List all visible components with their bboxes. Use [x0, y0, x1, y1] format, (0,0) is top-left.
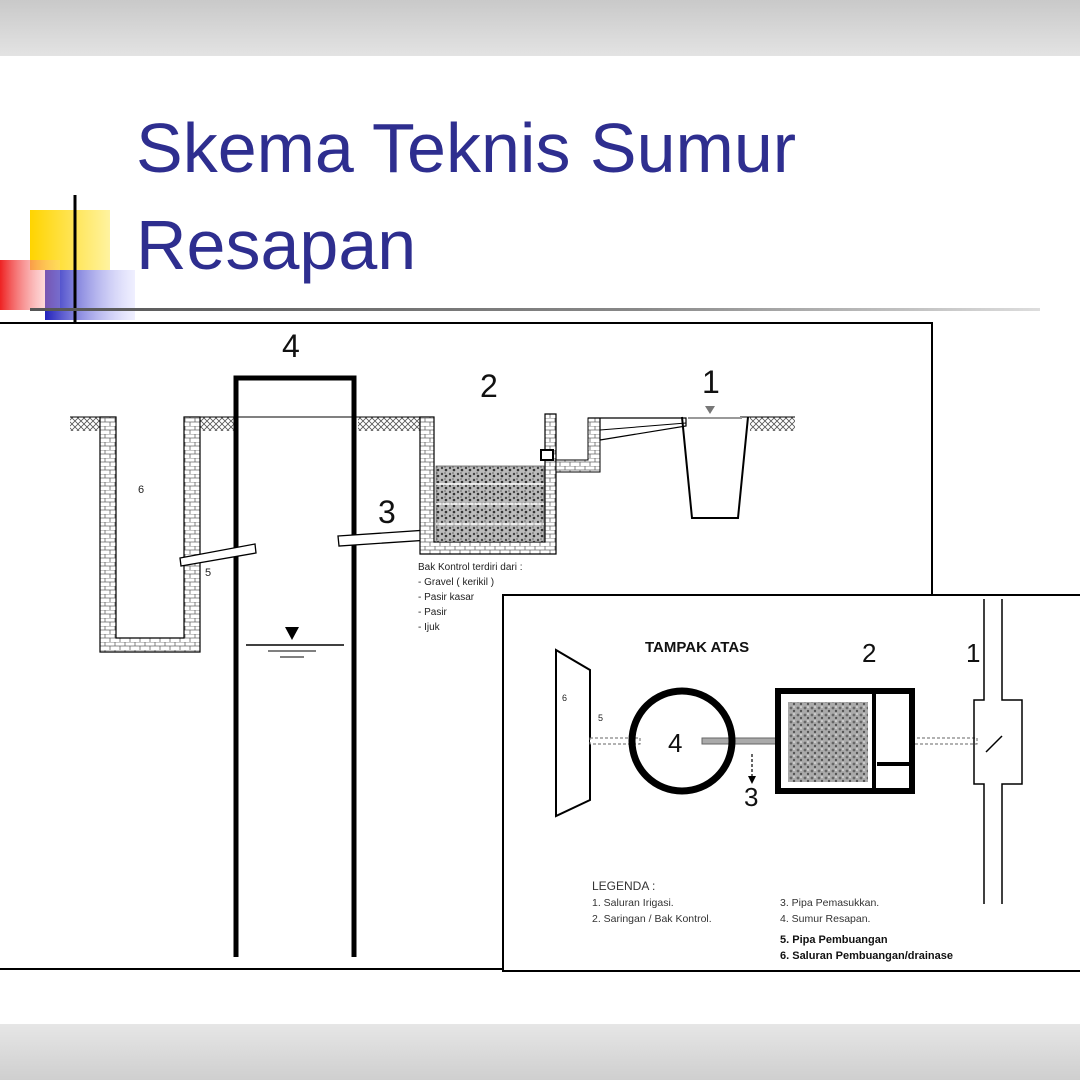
material-item: - Gravel ( kerikil ) [418, 577, 495, 588]
irrigation-channel-1 [681, 406, 749, 519]
deco-red-square [0, 260, 60, 310]
legend-item-3: 3. Pipa Pemasukkan. [780, 897, 880, 909]
side-label-5: 5 [205, 567, 212, 579]
slide-title: Skema Teknis Sumur Resapan [136, 100, 1016, 294]
side-label-2: 2 [480, 368, 498, 404]
top-view-drawing [555, 599, 1023, 904]
material-item: - Pasir [418, 607, 447, 618]
title-line-1: Skema Teknis Sumur [136, 109, 797, 187]
ground-hatch-left [70, 417, 100, 431]
water-level-icon [285, 627, 299, 640]
side-label-4: 4 [282, 328, 300, 364]
legend-item-2: 2. Saringan / Bak Kontrol. [592, 913, 712, 925]
material-caption: Bak Kontrol terdiri dari : [418, 562, 523, 573]
ground-hatch-mid2 [358, 417, 420, 431]
top-label-6: 6 [562, 693, 568, 703]
side-view-drawing [70, 375, 795, 957]
ground-hatch-mid1 [200, 417, 235, 431]
top-label-1: 1 [966, 638, 981, 668]
top-overflow-pipe-5 [589, 737, 641, 745]
top-gradient-band [0, 0, 1080, 56]
legend-item-4: 4. Sumur Resapan. [780, 913, 871, 925]
top-label-5: 5 [598, 713, 604, 723]
legend-item-6: 6. Saluran Pembuangan/drainase [780, 950, 954, 962]
top-inlet-pipe-3 [701, 737, 779, 745]
top-label-2: 2 [862, 638, 877, 668]
top-label-3: 3 [744, 782, 759, 812]
side-label-1: 1 [702, 364, 720, 400]
control-box-materials: Bak Kontrol terdiri dari : - Gravel ( ke… [418, 560, 523, 635]
drainage-channel-6 [99, 416, 201, 653]
side-label-3: 3 [378, 494, 396, 530]
side-label-6: 6 [138, 484, 145, 496]
decorative-squares [0, 195, 135, 325]
top-drainage-channel-6 [555, 648, 591, 818]
top-irrigation-channel-1 [973, 599, 1023, 904]
irrigation-inlet-channel [555, 417, 601, 473]
control-box-2 [419, 413, 557, 555]
top-label-4: 4 [668, 728, 683, 758]
material-item: - Pasir kasar [418, 592, 475, 603]
legend-item-1: 1. Saluran Irigasi. [592, 897, 674, 909]
top-infiltration-well-4 [628, 687, 736, 795]
top-view-heading: TAMPAK ATAS [645, 639, 750, 656]
legend-item-5: 5. Pipa Pembuangan [780, 934, 888, 946]
legend-heading: LEGENDA : [592, 879, 656, 893]
overflow-pipe-5 [179, 543, 257, 567]
material-item: - Ijuk [418, 622, 440, 633]
title-underline [30, 308, 1040, 311]
bottom-gradient-band [0, 1024, 1080, 1080]
ground-hatch-right [750, 417, 795, 431]
title-line-2: Resapan [136, 206, 417, 284]
infiltration-well-4 [233, 375, 357, 957]
